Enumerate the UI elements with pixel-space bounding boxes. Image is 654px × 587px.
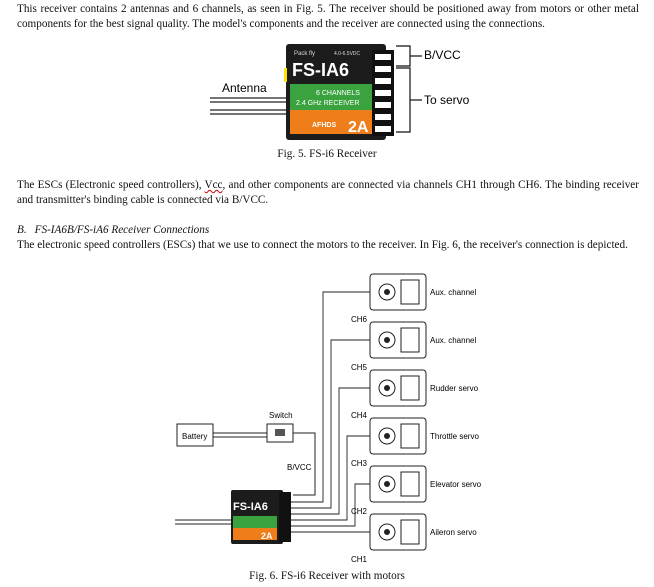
paragraph-channels-part1: The ESCs (Electronic speed controllers), bbox=[17, 179, 205, 191]
section-heading: B. FS-IA6B/FS-iA6 Receiver Connections bbox=[17, 224, 209, 236]
ch6-label: CH6 bbox=[351, 315, 368, 324]
bvcc-label: B/VCC bbox=[424, 48, 461, 62]
antenna-label: Antenna bbox=[222, 81, 267, 95]
model-label: FS-IA6 bbox=[292, 60, 349, 80]
ch3-label: CH3 bbox=[351, 459, 368, 468]
ch1-label: CH1 bbox=[351, 555, 368, 564]
servo-label-ch1: Aileron servo bbox=[430, 528, 477, 537]
paragraph-esc: The electronic speed controllers (ESCs) … bbox=[17, 239, 628, 251]
servo-stack bbox=[369, 273, 427, 551]
voltage-label: 4.0-6.5VDC bbox=[334, 51, 361, 57]
servo-ch1 bbox=[369, 513, 427, 551]
figure-5-caption: Fig. 5. FS-i6 Receiver bbox=[277, 148, 377, 160]
to-servo-label: To servo bbox=[424, 93, 470, 107]
servo-ch2 bbox=[369, 465, 427, 503]
battery-label: Battery bbox=[182, 432, 207, 441]
connection-brackets bbox=[396, 45, 422, 133]
bvcc-lead-label: B/VCC bbox=[287, 463, 312, 472]
servo-label-ch6: Aux. channel bbox=[430, 288, 476, 297]
rx-model-label: FS-IA6 bbox=[233, 501, 268, 513]
servo-ch5 bbox=[369, 321, 427, 359]
figure-5: Antenna Pack fly 4.0-6.5VDC FS-IA6 6 CHA… bbox=[210, 44, 470, 140]
figure-6: Battery Switch B/VCC FS-IA6 2A bbox=[175, 273, 482, 564]
switch-label: Switch bbox=[269, 411, 293, 420]
paragraph-intro: This receiver contains 2 antennas and 6 … bbox=[17, 3, 639, 30]
brand-label: Pack fly bbox=[294, 51, 315, 57]
channel-wiring bbox=[291, 291, 370, 533]
section-title: FS-IA6B/FS-iA6 Receiver Connections bbox=[34, 224, 210, 236]
paragraph-channels-part2: , and other components are connected via… bbox=[17, 179, 639, 206]
receiver-fs-ia6: Pack fly 4.0-6.5VDC FS-IA6 6 CHANNELS 2.… bbox=[284, 44, 394, 140]
servo-ch3 bbox=[369, 417, 427, 455]
servo-label-ch3: Throttle servo bbox=[430, 432, 479, 441]
paragraph-channels: The ESCs (Electronic speed controllers),… bbox=[17, 178, 639, 208]
afhds-label: AFHDS bbox=[312, 122, 336, 129]
antenna-wires bbox=[210, 97, 295, 115]
servo-ch4 bbox=[369, 369, 427, 407]
afhds-2a-label: 2A bbox=[348, 119, 369, 136]
vcc-word: Vcc bbox=[204, 179, 223, 191]
servo-label-ch2: Elevator servo bbox=[430, 480, 482, 489]
servo-label-ch5: Aux. channel bbox=[430, 336, 476, 345]
ch5-label: CH5 bbox=[351, 363, 368, 372]
receiver-fs-ia6-small: FS-IA6 2A bbox=[231, 490, 291, 544]
ch2-label: CH2 bbox=[351, 507, 368, 516]
servo-label-ch4: Rudder servo bbox=[430, 384, 479, 393]
battery-box bbox=[176, 423, 214, 447]
servo-ch6 bbox=[369, 273, 427, 311]
channels-label: 6 CHANNELS bbox=[316, 90, 360, 97]
ch4-label: CH4 bbox=[351, 411, 368, 420]
receiver-label: 2.4 GHz RECEIVER bbox=[296, 100, 359, 107]
section-number: B. bbox=[17, 224, 27, 236]
figure-6-caption: Fig. 6. FS-i6 Receiver with motors bbox=[249, 570, 405, 582]
rx-2a-label: 2A bbox=[261, 531, 273, 541]
